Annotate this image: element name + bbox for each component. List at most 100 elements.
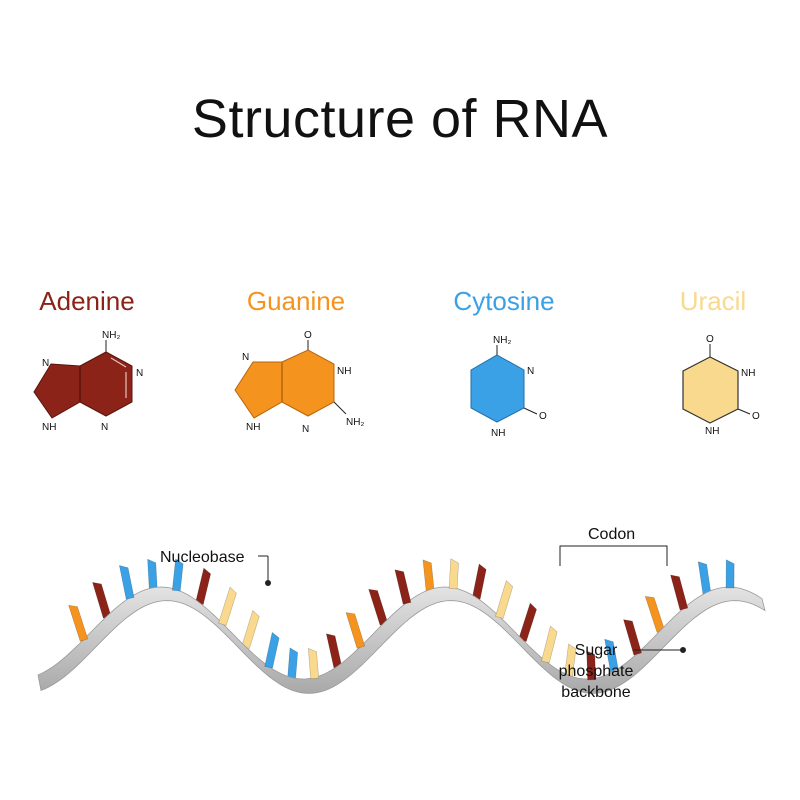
backbone-label-line-3: backbone [561,684,630,701]
adenine-structure: NH₂ N N N NH [33,330,143,433]
nucleobase-C [119,565,135,600]
nucleobase-U [241,609,260,650]
nucleobase-G [345,612,366,649]
uracil-ring [682,356,739,424]
adenine-n3-label: N [101,422,108,433]
nucleobase-label: Nucleobase [160,549,245,566]
nucleobase-G [644,595,665,633]
nucleobase-bar [241,609,260,650]
guanine-ring [234,349,335,419]
guanine-label: Guanine [246,286,346,316]
adenine-label: Adenine [39,286,135,316]
nucleobase-bar [171,558,184,592]
guanine-oxo-label: O [304,330,312,341]
nucleobase-bar [264,631,280,669]
uracil-oxo4-label: O [706,334,714,345]
nucleobase-U [448,558,459,590]
cytosine-ring [470,354,525,423]
nucleobase-bar [644,595,665,633]
guanine-n9-label: NH [246,422,260,433]
guanine-structure: O NH N NH₂ N NH [234,330,364,435]
nucleobase-bar [92,582,112,619]
nucleobase-bar [495,579,514,619]
nucleobases-front [68,558,735,681]
nucleobase-bar [697,561,712,595]
nucleobase-U [541,625,558,664]
nucleobase-C [697,561,712,595]
codon-bracket [559,545,668,566]
nucleobase-bar [368,588,389,626]
nucleobase-A [518,602,537,643]
nucleobase-bar [345,612,366,649]
nucleobase-A [92,582,112,619]
nucleobase-A [471,563,487,600]
nucleobase-bar [68,604,89,642]
nucleobase-A [394,569,412,605]
nucleobase-bar [119,565,135,600]
uracil-oxo2-label: O [752,411,760,422]
nucleobase-bar [448,558,459,590]
nucleobase-A [586,650,596,681]
adenine-ring [33,351,133,419]
page-title: Structure of RNA [191,89,609,149]
cytosine-structure: NH₂ N NH O [470,335,547,439]
cytosine-oxo-label: O [539,411,547,422]
nucleobase-bar [147,558,158,590]
nucleobase-bar [518,602,537,643]
nucleobase-bar [218,586,237,626]
guanine-n7-label: N [242,352,249,363]
nucleobase-bar [586,650,596,681]
nucleobase-bar [725,559,735,589]
nucleobase-C [147,558,158,590]
cytosine-label: Cytosine [453,286,555,316]
nucleobase-A [195,567,211,605]
nucleobase-bar [195,567,211,605]
nucleobase-bar [541,625,558,664]
nucleobase-C [171,558,184,592]
uracil-n1-label: NH [705,426,719,437]
nucleobase-bar [307,647,320,680]
nucleobase-U [218,586,237,626]
backbone-pointer-dot [680,647,686,653]
nucleobase-bar [422,559,435,592]
nucleobase-A [325,633,343,669]
cytosine-n1-label: NH [491,428,505,439]
cytosine-n3-label: N [527,366,534,377]
cytosine-amino-label: NH₂ [493,335,511,346]
nucleobase-U [495,579,514,619]
nucleobase-bar [287,647,298,680]
nucleobase-G [68,604,89,642]
uracil-n3-label: NH [741,368,755,379]
nucleobase-C [725,559,735,589]
nucleobases-back [92,558,712,680]
sugar-phosphate-backbone [37,586,766,694]
uracil-structure: O NH O NH [682,334,760,437]
adenine-n7-label: N [42,358,49,369]
nucleobase-bar [623,619,642,656]
uracil-label: Uracil [679,286,747,316]
nucleobase-A [623,619,642,656]
adenine-amino-label: NH₂ [102,330,120,341]
nucleobase-bar [325,633,343,669]
nucleobase-C [287,647,298,680]
guanine-n1-label: NH [337,366,351,377]
nucleobase-U [307,647,320,680]
nucleobase-G [422,559,435,592]
nucleobase-C [264,631,280,669]
guanine-amino-label: NH₂ [346,417,364,428]
adenine-n9-label: NH [42,422,56,433]
nucleobase-bar [670,574,689,611]
nucleobase-pointer-dot [265,580,271,586]
adenine-n1-label: N [136,368,143,379]
nucleobase-bar [394,569,412,605]
backbone-label-line-2: phosphate [559,663,634,680]
nucleobase-A [368,588,389,626]
nucleobase-bar [471,563,487,600]
backbone-label-line-1: Sugar [575,642,618,659]
guanine-n3-label: N [302,424,309,435]
nucleobase-A [670,574,689,611]
codon-label: Codon [588,526,635,543]
